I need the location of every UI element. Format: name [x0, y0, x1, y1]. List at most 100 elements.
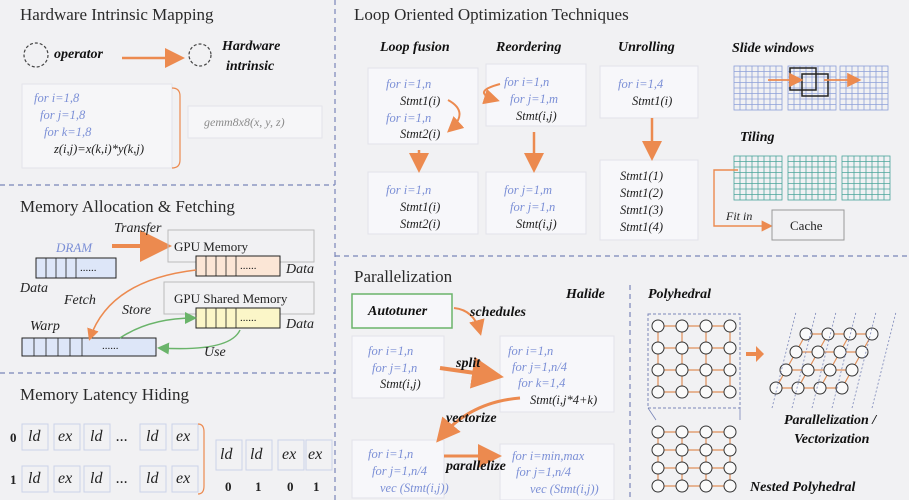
- row1-index: 1: [10, 472, 17, 487]
- row1-ex: ex: [176, 470, 191, 487]
- par-code2: Stmt(i,j*4+k): [530, 393, 598, 407]
- loop-graphics: [367, 63, 891, 241]
- par-code4: for i=min,max: [512, 449, 585, 463]
- par-code2: for i=1,n: [508, 344, 554, 358]
- fusion-code: Stmt1(i): [400, 94, 441, 108]
- unroll-out-code: Stmt1(3): [620, 203, 664, 217]
- par-code1: Stmt(i,j): [380, 377, 421, 391]
- merged-ld: ld: [220, 446, 233, 463]
- hw-code-line: for j=1,8: [40, 108, 86, 122]
- tile-grid: [733, 155, 783, 201]
- fusion-out-code: Stmt1(i): [400, 200, 441, 214]
- warp-label: Warp: [30, 319, 60, 334]
- slide-grid: [787, 65, 837, 111]
- hardware-label: Hardware: [222, 39, 281, 54]
- transfer-label: Transfer: [114, 221, 162, 236]
- hw-panel-title: Hardware Intrinsic Mapping: [20, 5, 214, 24]
- hw-graphics: [21, 42, 323, 169]
- hw-code-line: z(i,j)=x(k,i)*y(k,j): [54, 142, 144, 156]
- merged-index: 0: [225, 479, 232, 494]
- shared-dots: ......: [240, 312, 257, 324]
- row0-ld: ld: [90, 428, 103, 445]
- par-code3: vec (Stmt(i,j)): [380, 481, 449, 495]
- polyhedral-label: Polyhedral: [648, 287, 711, 302]
- parallel-polyhedral-grid: [769, 311, 897, 409]
- tiling-label: Tiling: [740, 130, 775, 145]
- tile-grid: [787, 155, 837, 201]
- tile-grid: [841, 155, 891, 201]
- gpu-memory-label: GPU Memory: [174, 239, 249, 254]
- par-code4: for j=1,n/4: [516, 465, 571, 479]
- unroll-out-code: Stmt1(4): [620, 220, 664, 234]
- par-code1: for j=1,n: [372, 361, 418, 375]
- shared-data-label: Data: [286, 317, 314, 332]
- unroll-out-code: Stmt1(2): [620, 186, 664, 200]
- nested-polyhedral-grid: [651, 425, 737, 493]
- reorder-out-code: Stmt(i,j): [516, 217, 557, 231]
- row0-ld: ld: [146, 428, 159, 445]
- par-code3: for i=1,n: [368, 447, 414, 461]
- row1-ellipsis: ...: [116, 470, 128, 487]
- par-graphics: [351, 293, 897, 500]
- mem-panel-title: Memory Allocation & Fetching: [20, 197, 235, 216]
- row0-ex: ex: [58, 428, 73, 445]
- par-vec-label-2: Vectorization: [794, 432, 870, 447]
- unroll-code: for i=1,4: [618, 77, 664, 91]
- loop-fusion-label: Loop fusion: [380, 40, 450, 55]
- use-label: Use: [204, 345, 226, 360]
- unroll-code: Stmt1(i): [632, 94, 673, 108]
- slide-grid: [733, 65, 783, 111]
- polyhedral-grid: [651, 319, 737, 399]
- operator-label: operator: [54, 47, 103, 62]
- fusion-code: for i=1,n: [386, 77, 432, 91]
- row0-ld: ld: [28, 428, 41, 445]
- hw-code-line: for k=1,8: [44, 125, 92, 139]
- fit-in-label: Fit in: [726, 209, 753, 223]
- warp-dots: ......: [102, 340, 119, 352]
- par-panel-title: Parallelization: [354, 267, 453, 286]
- row0-ellipsis: ...: [116, 428, 128, 445]
- par-code1: for i=1,n: [368, 344, 414, 358]
- unroll-out-code: Stmt1(1): [620, 169, 664, 183]
- par-code2: for k=1,4: [518, 376, 566, 390]
- autotuner-label: Autotuner: [368, 304, 428, 319]
- dram-label: DRAM: [56, 240, 93, 255]
- cache-label: Cache: [790, 218, 823, 233]
- gemm-label: gemm8x8(x, y, z): [204, 115, 285, 129]
- reorder-code: for j=1,m: [510, 92, 559, 106]
- intrinsic-label: intrinsic: [226, 59, 275, 74]
- fusion-code: for i=1,n: [386, 111, 432, 125]
- merged-ex: ex: [308, 446, 323, 463]
- split-label: split: [456, 356, 481, 371]
- gpu-shared-label: GPU Shared Memory: [174, 291, 288, 306]
- gpu-data-label: Data: [286, 262, 314, 277]
- hw-code-line: for i=1,8: [34, 91, 80, 105]
- unrolling-label: Unrolling: [618, 40, 675, 55]
- reorder-code: Stmt(i,j): [516, 109, 557, 123]
- mem-graphics: [21, 229, 315, 357]
- merged-index: 0: [287, 479, 294, 494]
- merged-ld: ld: [250, 446, 263, 463]
- reorder-code: for i=1,n: [504, 75, 550, 89]
- fusion-out-code: Stmt2(i): [400, 217, 441, 231]
- latency-graphics: [21, 423, 333, 495]
- slide-grid: [839, 65, 889, 111]
- merged-index: 1: [313, 479, 320, 494]
- slide-windows-label: Slide windows: [732, 41, 815, 56]
- vectorize-label: vectorize: [446, 411, 497, 426]
- row1-ex: ex: [58, 470, 73, 487]
- dram-dots: ......: [80, 262, 97, 274]
- parallelize-label: parallelize: [446, 459, 506, 474]
- reordering-label: Reordering: [496, 40, 562, 55]
- row0-index: 0: [10, 430, 17, 445]
- nested-polyhedral-label: Nested Polyhedral: [750, 480, 856, 495]
- schedules-label: schedules: [470, 305, 526, 320]
- fusion-code: Stmt2(i): [400, 127, 441, 141]
- par-code3: for j=1,n/4: [372, 464, 427, 478]
- halide-label: Halide: [566, 287, 605, 302]
- fetch-label: Fetch: [64, 293, 96, 308]
- dram-data-label: Data: [20, 281, 48, 296]
